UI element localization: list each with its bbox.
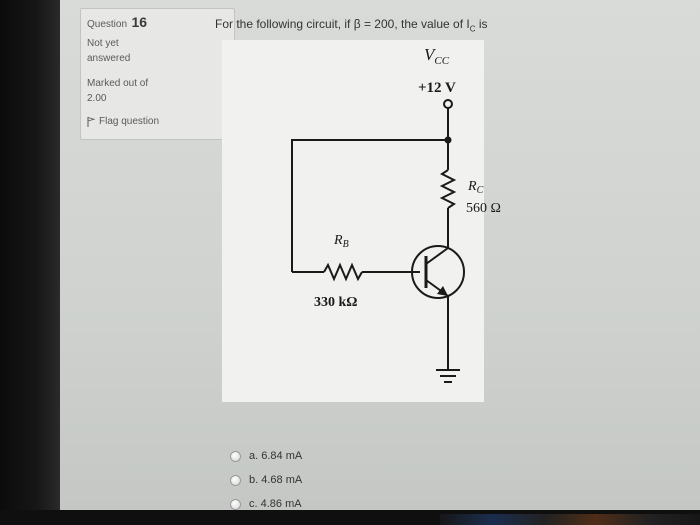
- question-number-line: Question 16: [87, 14, 228, 32]
- vcc-label: VCC: [424, 45, 450, 67]
- status-line-2: answered: [87, 53, 131, 64]
- rc-resistor: [439, 169, 457, 209]
- circuit-svg: VCC +12 V RC 560 Ω RB 330 kΩ: [291, 45, 501, 383]
- answer-label-a: a. 6.84 mA: [249, 450, 303, 462]
- question-label: Question: [87, 19, 128, 30]
- question-suffix: is: [475, 17, 488, 31]
- radio-b[interactable]: [230, 474, 241, 486]
- answer-status: Not yet answered: [87, 36, 228, 66]
- marks-info: Marked out of 2.00: [87, 76, 228, 106]
- flag-question-link[interactable]: Flag question: [87, 116, 228, 127]
- taskbar-strip: [440, 514, 700, 525]
- answer-option-a[interactable]: a. 6.84 mA: [230, 444, 302, 468]
- rb-resistor: [323, 262, 363, 282]
- answer-option-c[interactable]: c. 4.86 mA: [230, 492, 302, 516]
- marked-line-1: Marked out of: [87, 78, 149, 89]
- answer-options: a. 6.84 mA b. 4.68 mA c. 4.86 mA: [230, 444, 302, 516]
- flag-icon: [87, 116, 96, 127]
- marked-line-2: 2.00: [87, 93, 107, 104]
- circuit-diagram: VCC +12 V RC 560 Ω RB 330 kΩ: [222, 40, 501, 402]
- base-loop-wire: [291, 139, 448, 272]
- answer-label-b: b. 4.68 mA: [249, 474, 303, 486]
- flag-label: Flag question: [99, 116, 160, 127]
- question-subscript: C: [469, 24, 476, 34]
- radio-c[interactable]: [230, 498, 241, 510]
- question-prefix: For the following circuit, if β = 200, t…: [215, 17, 470, 31]
- question-number: 16: [131, 14, 148, 30]
- status-line-1: Not yet: [87, 38, 119, 49]
- vcc-value: +12 V: [418, 80, 456, 96]
- supply-terminal: [443, 99, 453, 109]
- quiz-screen: Question 16 Not yet answered Marked out …: [60, 0, 700, 512]
- monitor-bezel-left: [0, 0, 60, 525]
- radio-a[interactable]: [230, 450, 241, 462]
- transistor-collector: [425, 247, 449, 265]
- emitter-arrow-icon: [437, 286, 448, 296]
- answer-label-c: c. 4.86 mA: [249, 498, 302, 510]
- rb-value: 330 kΩ: [314, 295, 358, 310]
- answer-option-b[interactable]: b. 4.68 mA: [230, 468, 302, 492]
- rb-label: RB: [333, 233, 349, 250]
- rc-label: RC: [467, 179, 484, 196]
- question-text: For the following circuit, if β = 200, t…: [215, 17, 487, 33]
- rc-value: 560 Ω: [466, 201, 501, 216]
- question-info-panel: Question 16 Not yet answered Marked out …: [80, 8, 235, 140]
- transistor-symbol: [411, 245, 465, 299]
